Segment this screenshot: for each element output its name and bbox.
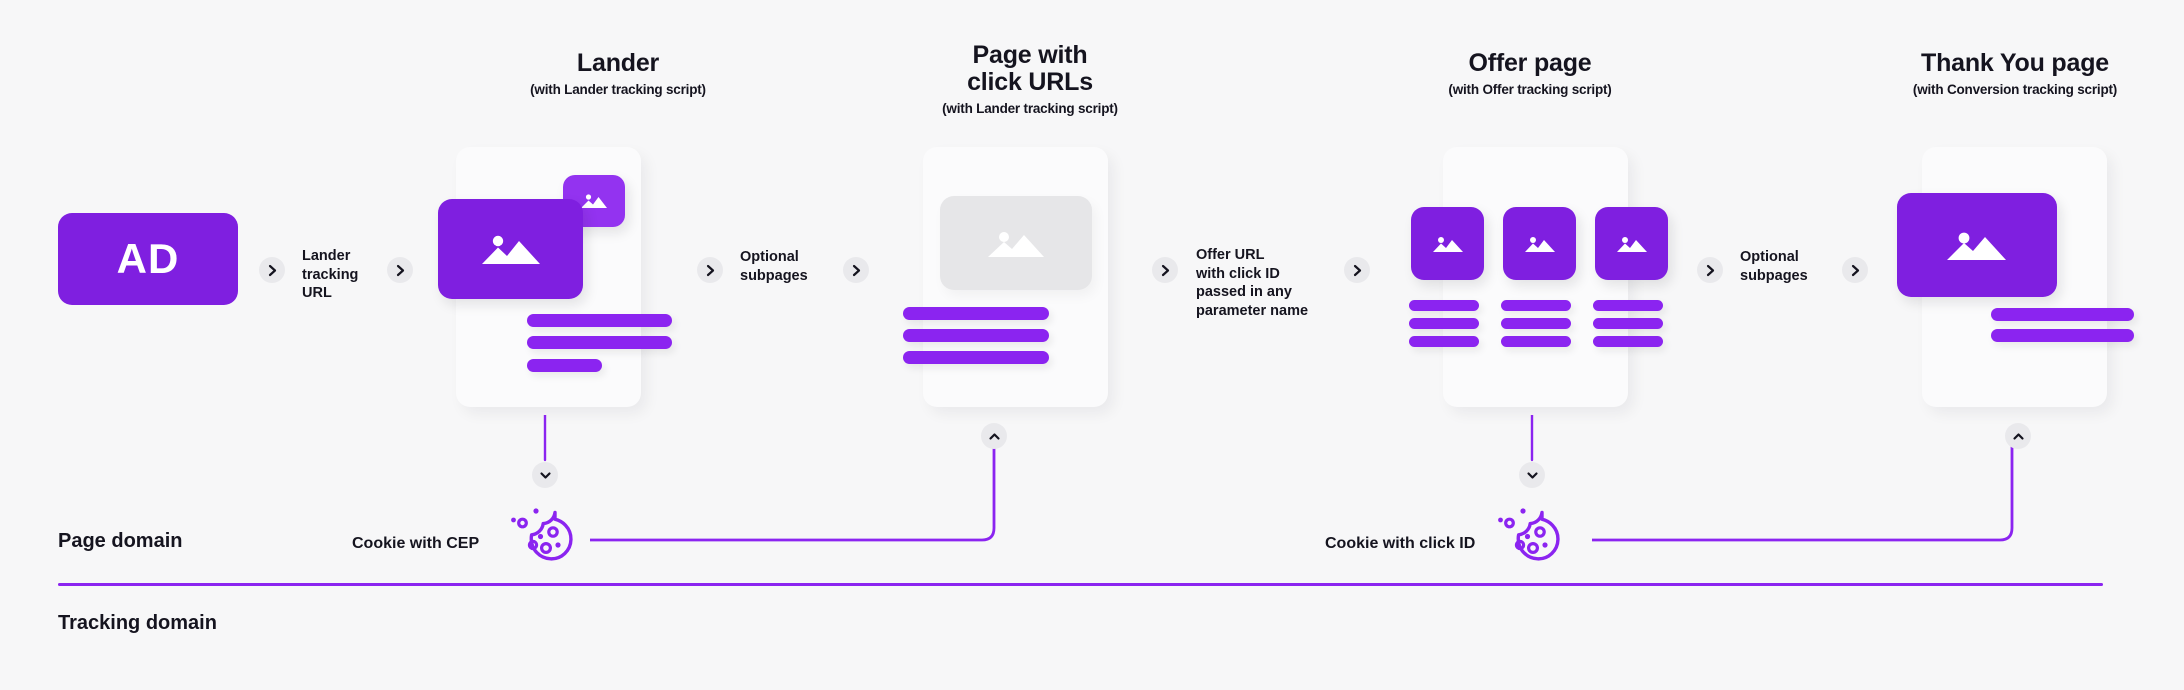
chevron-right-icon <box>387 257 413 283</box>
content-bar <box>1409 300 1479 311</box>
chevron-up-icon <box>981 423 1007 449</box>
content-bar <box>527 314 672 327</box>
column-title-thank-you-page: Thank You page (with Conversion tracking… <box>1825 50 2184 98</box>
chevron-right-icon <box>259 257 285 283</box>
content-bar <box>903 329 1049 342</box>
content-bar <box>1593 318 1663 329</box>
step-label-offer-url-click-id: Offer URL with click ID passed in any pa… <box>1196 247 1309 319</box>
image-placeholder-icon <box>438 199 583 299</box>
ad-label: AD <box>116 235 180 282</box>
step-label-optional-subpages-1: Optional subpages <box>740 249 808 284</box>
connector-cookie-click-id-to-thank-you-page <box>1592 436 2014 542</box>
content-bar <box>903 307 1049 320</box>
content-bar <box>1593 300 1663 311</box>
chevron-up-icon <box>2005 423 2031 449</box>
connector-cookie-cep-to-page-with-click-urls <box>590 436 996 542</box>
column-subtitle-text: (with Offer tracking script) <box>1448 82 1612 97</box>
cookie-icon <box>509 498 585 579</box>
image-placeholder-icon <box>1595 207 1668 280</box>
cookie-icon <box>1496 498 1572 579</box>
connector-lander-to-cookie-cep <box>543 415 547 462</box>
cookie-label-cep: Cookie with CEP <box>352 535 480 552</box>
cookie-label-click-id: Cookie with click ID <box>1325 535 1476 552</box>
content-bar <box>1501 318 1571 329</box>
image-placeholder-icon <box>1411 207 1484 280</box>
column-subtitle-text: (with Lander tracking script) <box>942 101 1118 116</box>
chevron-right-icon <box>1344 257 1370 283</box>
content-bar <box>1593 336 1663 347</box>
chevron-down-icon <box>532 462 558 488</box>
content-bar <box>1409 336 1479 347</box>
column-title-page-with-click-urls: Page with click URLs (with Lander tracki… <box>845 42 1215 117</box>
chevron-down-icon <box>1519 462 1545 488</box>
tracking-domain-label: Tracking domain <box>58 612 217 634</box>
page-domain-label: Page domain <box>58 530 183 552</box>
column-title-text: Thank You page <box>1921 49 2109 77</box>
ad-block: AD <box>58 213 238 305</box>
step-label-lander-tracking-url: Lander tracking URL <box>302 248 359 301</box>
image-placeholder-icon <box>1503 207 1576 280</box>
column-title-text: Offer page <box>1468 49 1592 77</box>
connector-offer-page-to-cookie-click-id <box>1530 415 1534 462</box>
chevron-right-icon <box>843 257 869 283</box>
column-subtitle-text: (with Conversion tracking script) <box>1912 82 2118 97</box>
content-bar <box>527 336 672 349</box>
column-title-lander: Lander (with Lander tracking script) <box>448 50 788 98</box>
column-title-text: Lander <box>576 49 660 77</box>
content-bar <box>903 351 1049 364</box>
chevron-right-icon <box>1152 257 1178 283</box>
step-label-optional-subpages-2: Optional subpages <box>1740 249 1808 284</box>
column-title-text: Page with click URLs <box>967 41 1093 96</box>
chevron-right-icon <box>1697 257 1723 283</box>
image-placeholder-icon <box>940 196 1092 290</box>
image-placeholder-icon <box>1897 193 2057 297</box>
chevron-right-icon <box>697 257 723 283</box>
domain-divider <box>58 583 2103 586</box>
content-bar <box>1501 336 1571 347</box>
content-bar <box>1991 329 2134 342</box>
column-subtitle-text: (with Lander tracking script) <box>530 82 706 97</box>
column-title-offer-page: Offer page (with Offer tracking script) <box>1350 50 1710 98</box>
content-bar <box>1501 300 1571 311</box>
content-bar <box>1409 318 1479 329</box>
chevron-right-icon <box>1842 257 1868 283</box>
content-bar <box>1991 308 2134 321</box>
content-bar <box>527 359 602 372</box>
